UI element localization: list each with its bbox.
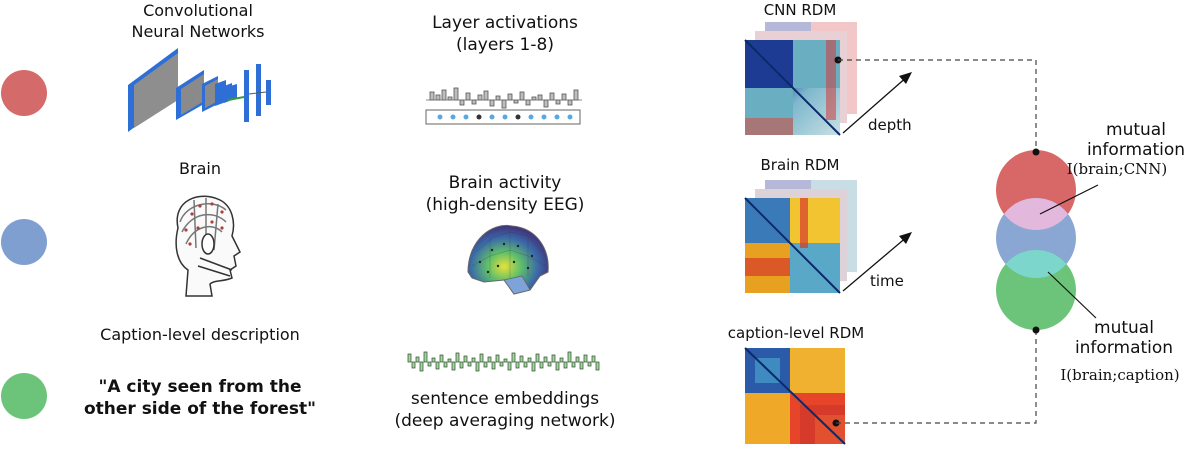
sentence-embedding-bars (407, 351, 600, 372)
brain-activity-title: Brain activity (high-density EEG) (390, 172, 620, 216)
mi-top-leader-line (1039, 184, 1099, 215)
caption-to-venn-dashed-line (836, 332, 1037, 424)
venn-brain-cnn-overlap (996, 198, 1076, 230)
mi-top-line2: information (1086, 140, 1186, 160)
time-axis-label: time (870, 272, 904, 290)
sentence-embeddings-title: sentence embeddings (deep averaging netw… (376, 388, 634, 432)
mi-top-label: mutual information (1076, 120, 1196, 160)
caption-quote-line1: "A city seen from the (98, 377, 302, 397)
brain-activity-line2: (high-density EEG) (425, 195, 585, 215)
caption-rdm-title: caption-level RDM (727, 324, 865, 342)
venn-brain-caption-overlap (996, 250, 1076, 278)
cnn-rdm-stack (744, 22, 857, 136)
cnn-rdm-title: CNN RDM (763, 1, 837, 19)
venn-bottom-dot (1032, 326, 1040, 334)
depth-arrowhead (899, 72, 912, 84)
layer-activations-line1: Layer activations (432, 13, 578, 33)
cnn-title-line1: Convolutional (143, 1, 253, 20)
cnn-color-dot (1, 70, 47, 116)
caption-quote: "A city seen from the other side of the … (62, 376, 338, 420)
mi-top-formula: I(brain;CNN) (1066, 160, 1168, 178)
depth-axis-label: depth (868, 116, 912, 134)
mi-bottom-leader-line (1047, 271, 1097, 319)
sentence-embeddings-line1: sentence embeddings (410, 389, 600, 409)
caption-title: Caption-level description (100, 325, 300, 344)
layer-units-dots (437, 114, 573, 120)
brain-activity-line1: Brain activity (448, 173, 562, 193)
cnn-architecture-icon (128, 48, 271, 132)
depth-arrow (842, 75, 909, 134)
eeg-topomap (467, 224, 549, 295)
eeg-electrode-dots (184, 202, 224, 246)
sentence-embeddings-line2: (deep averaging network) (394, 411, 616, 431)
brain-rdm-stack (744, 180, 857, 294)
mi-bottom-line2: information (1074, 338, 1174, 358)
cnn-title: Convolutional Neural Networks (98, 0, 298, 42)
head-eeg-cap-icon (175, 195, 241, 297)
caption-rdm (744, 347, 846, 445)
mi-top-line1: mutual (1106, 120, 1166, 140)
time-arrowhead (899, 232, 912, 244)
venn-top-dot (1032, 148, 1040, 156)
layer-activations-title: Layer activations (layers 1-8) (400, 12, 610, 56)
layer-activations-line2: (layers 1-8) (456, 35, 554, 55)
mi-bottom-line1: mutual (1094, 318, 1154, 338)
layer-activation-bars (429, 87, 579, 109)
cnn-to-venn-dashed-line (838, 59, 1037, 160)
mi-bottom-formula: I(brain;caption) (1060, 366, 1180, 384)
caption-quote-line2: other side of the forest" (83, 399, 317, 419)
mi-bottom-label: mutual information (1064, 318, 1184, 358)
brain-color-dot (1, 219, 47, 265)
time-arrow (842, 235, 909, 292)
caption-color-dot (1, 373, 47, 419)
cnn-title-line2: Neural Networks (131, 22, 265, 41)
brain-title: Brain (179, 159, 221, 178)
brain-rdm-title: Brain RDM (760, 156, 840, 174)
